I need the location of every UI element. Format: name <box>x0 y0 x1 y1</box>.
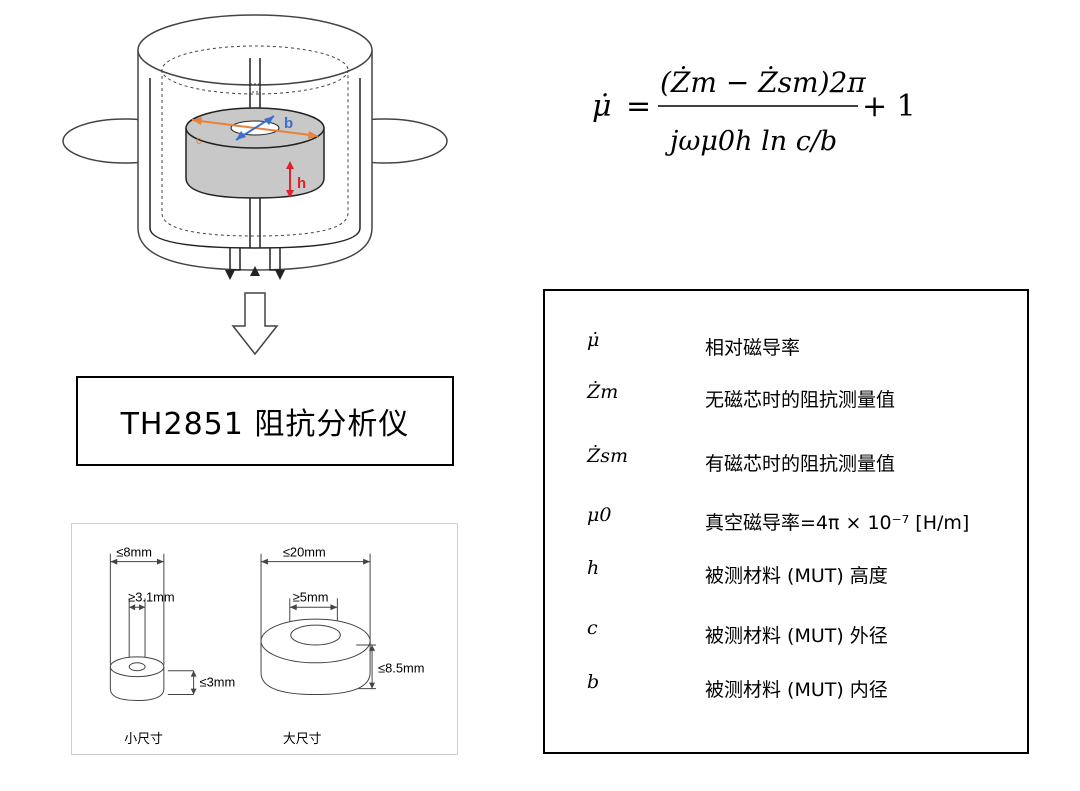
large-height-label: ≤8.5mm <box>378 661 424 676</box>
legend-desc: 有磁芯时的阻抗测量值 <box>705 453 896 475</box>
legend-symbol: h <box>587 557 600 579</box>
formula-lhs: μ̇ <box>592 89 612 124</box>
test-fixture-diagram: c b h <box>62 14 448 356</box>
large-caption: 大尺寸 <box>283 732 322 747</box>
small-height-label: ≤3mm <box>200 675 236 690</box>
legend-row: Żsm 有磁芯时的阻抗测量值 <box>545 445 1027 485</box>
legend-symbol: μ̇ <box>587 329 600 351</box>
legend-desc: 被测材料 (MUT) 外径 <box>705 625 888 647</box>
small-caption: 小尺寸 <box>124 732 163 747</box>
legend-desc: 无磁芯时的阻抗测量值 <box>705 389 896 411</box>
legend-symbol: b <box>587 671 600 693</box>
analyzer-label: TH2851 阻抗分析仪 <box>120 407 410 442</box>
label-c: c <box>196 135 202 147</box>
legend-row: Żm 无磁芯时的阻抗测量值 <box>545 381 1027 421</box>
sample-size-diagram: ≤8mm ≥3.1mm ≤3mm 小尺寸 ≤20mm ≥5mm ≤8.5m <box>71 523 458 755</box>
legend-row: b 被测材料 (MUT) 内径 <box>545 671 1027 711</box>
legend-row: μ̇ 相对磁导率 <box>545 329 1027 369</box>
legend-row: h 被测材料 (MUT) 高度 <box>545 557 1027 597</box>
formula-denominator: jωμ0h ln c/b <box>665 126 837 157</box>
outer-cylinder-top <box>137 14 373 86</box>
small-outer-label: ≤8mm <box>116 545 152 560</box>
label-h: h <box>297 175 306 192</box>
large-sample: ≤20mm ≥5mm ≤8.5mm 大尺寸 <box>260 545 424 747</box>
permeability-formula: μ̇ = (Żm − Żsm)2π jωμ0h ln c/b + 1 <box>592 66 916 157</box>
formula-numerator: (Żm − Żsm)2π <box>660 66 866 99</box>
legend-symbol: Żsm <box>587 445 628 467</box>
large-outer-label: ≤20mm <box>283 545 326 560</box>
legend-desc: 相对磁导率 <box>705 337 801 359</box>
small-inner-label: ≥3.1mm <box>128 589 174 604</box>
legend-symbol: μ0 <box>587 504 612 526</box>
legend-symbol: Żm <box>587 381 619 403</box>
legend-desc: 真空磁导率=4π × 10⁻⁷ [H/m] <box>705 512 970 534</box>
legend-desc: 被测材料 (MUT) 内径 <box>705 679 888 701</box>
small-sample: ≤8mm ≥3.1mm ≤3mm 小尺寸 <box>109 545 236 747</box>
formula-equals: = <box>626 89 651 124</box>
symbol-legend: μ̇ 相对磁导率 Żm 无磁芯时的阻抗测量值 Żsm 有磁芯时的阻抗测量值 μ0… <box>543 289 1029 754</box>
large-inner-label: ≥5mm <box>293 589 329 604</box>
down-arrow-icon <box>231 292 279 356</box>
formula-plus-one: + 1 <box>862 89 916 124</box>
legend-symbol: c <box>587 617 598 639</box>
legend-desc: 被测材料 (MUT) 高度 <box>705 565 888 587</box>
impedance-analyzer-box: TH2851 阻抗分析仪 <box>76 376 454 466</box>
legend-row: μ0 真空磁导率=4π × 10⁻⁷ [H/m] <box>545 504 1027 544</box>
label-b: b <box>284 115 293 132</box>
legend-row: c 被测材料 (MUT) 外径 <box>545 617 1027 657</box>
